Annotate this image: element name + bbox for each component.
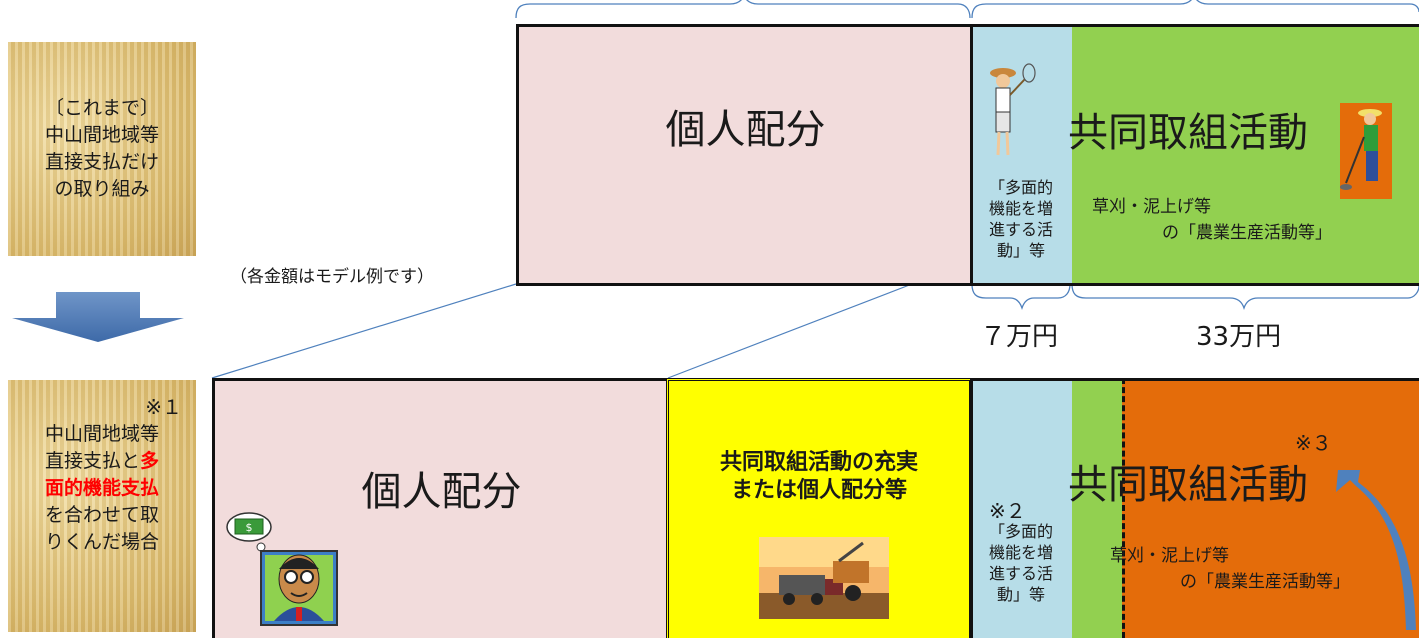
after-label-line1: 中山間地域等 [44,423,159,445]
top-personal-label: 個人配分 [665,107,826,153]
top-multi-box: 「多面的 機能を増 進する活 動」等 [970,24,1072,286]
bottom-farm-line1: 草刈・泥上げ等 [1110,546,1229,566]
before-label-line3: 直接支払だけ [44,151,159,173]
yellow-line2: または個人配分等 [730,478,907,503]
bottom-farm-line2: の「農業生産活動等」 [1180,572,1350,592]
bottom-multi-box: ※２ 「多面的 機能を増 進する活 動」等 [970,378,1072,638]
mark-3: ※３ [1295,431,1332,455]
top-farm-line1: 草刈・泥上げ等 [1092,197,1211,217]
mid-brace-blue-icon [971,283,1071,311]
top-brace-joint-icon [971,0,1419,19]
top-personal-box: 個人配分 [516,24,972,286]
bottom-multi-text: 「多面的 機能を増 進する活 動」等 [971,521,1071,605]
before-label-line4: の取り組み [54,178,150,200]
bottom-multi-line2: 機能を増 [988,543,1053,562]
before-label-line1: 〔これまで〕 [44,97,159,119]
after-label-box: ※１ 中山間地域等 直接支払と多 面的機能支払 を合わせて取 りくんだ場合 [8,380,196,632]
after-label-line2: 直接支払と多 [45,448,159,475]
truck-harvest-icon [759,537,889,619]
bottom-multi-line3: 進する活 [988,564,1053,583]
top-multi-line1: 「多面的 [988,178,1053,197]
top-joint-label: 共同取組活動 [1068,110,1308,156]
top-multi-line3: 進する活 [988,220,1053,239]
after-label-mark: ※１ [145,395,182,419]
top-farm-line2: の「農業生産活動等」 [1162,223,1332,243]
after-label-line4: を合わせて取 [44,504,159,526]
model-note: （各金額はモデル例です） [230,267,434,287]
top-farm-box: 草刈・泥上げ等 の「農業生産活動等」 [1072,24,1419,286]
expand-line-right-icon [667,283,913,379]
top-multi-line2: 機能を増 [988,199,1053,218]
after-label-line2b: 多 [140,450,160,472]
svg-text:$: $ [246,521,253,534]
after-label-line3: 面的機能支払 [44,477,159,499]
yellow-text: 共同取組活動の充実 または個人配分等 [669,449,969,505]
top-brace-personal-icon [515,0,971,19]
bottom-green-strip [1072,378,1124,638]
expand-line-left-icon [211,283,517,379]
after-label-line5: りくんだ場合 [44,531,159,553]
yellow-line1: 共同取組活動の充実 [719,450,918,475]
after-label-line2a: 直接支払と [44,450,140,472]
amount-green: 33万円 [1196,322,1282,352]
bottom-multi-line1: 「多面的 [988,522,1053,541]
mid-brace-green-icon [1071,283,1419,311]
worker-mowing-icon [1340,103,1392,199]
child-net-icon [990,63,1036,156]
down-arrow-icon [12,292,184,342]
bottom-personal-box: 個人配分 $ [212,378,668,638]
amount-blue: ７万円 [980,322,1059,352]
mark-2: ※２ [989,499,1026,523]
bottom-yellow-box: 共同取組活動の充実 または個人配分等 [666,378,972,638]
bottom-personal-label: 個人配分 [361,469,522,515]
man-thinking-money-icon: $ [226,512,338,626]
top-multi-line4: 動」等 [996,241,1045,260]
top-multi-text: 「多面的 機能を増 進する活 動」等 [971,177,1071,261]
bottom-multi-line4: 動」等 [996,585,1045,604]
before-label-box: 〔これまで〕 中山間地域等 直接支払だけ の取り組み [8,42,196,256]
bottom-joint-label: 共同取組活動 [1068,462,1308,508]
before-label-line2: 中山間地域等 [44,124,159,146]
